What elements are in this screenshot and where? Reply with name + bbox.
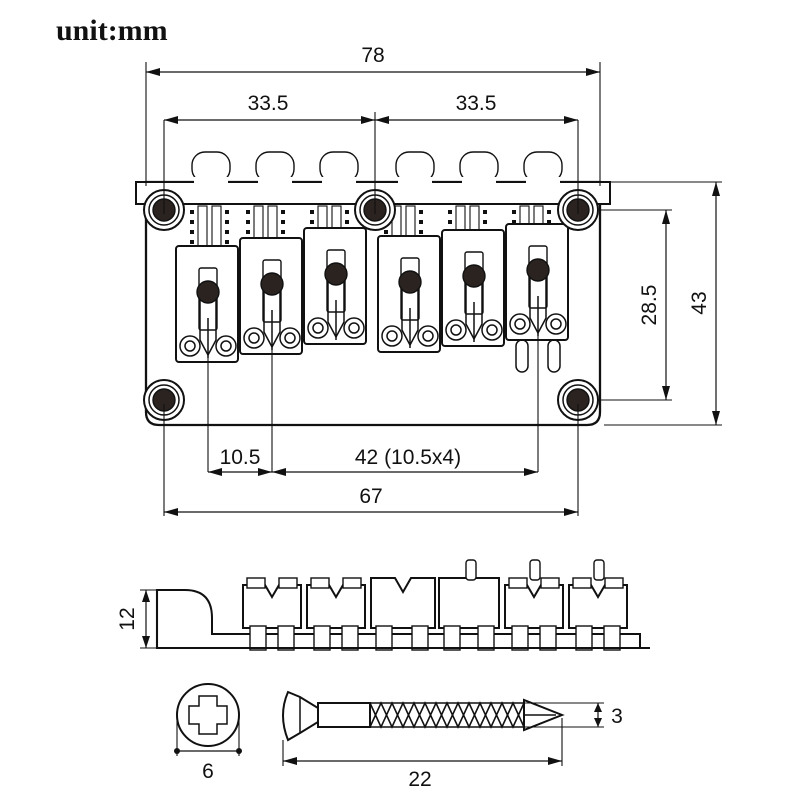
- dimension-label-43: 43: [688, 291, 711, 314]
- side-saddle-block: [306, 577, 366, 651]
- string-ferrule-slots: [191, 151, 563, 183]
- dimension-screw-shank-diameter: 3: [524, 702, 623, 728]
- dimension-half-widths: 33.5 33.5: [164, 92, 578, 124]
- saddle: [377, 235, 441, 353]
- saddle: [441, 229, 505, 347]
- saddle-height-screw: [260, 272, 284, 296]
- screw-head-circle: [176, 683, 240, 747]
- side-saddle-blocks: [242, 559, 628, 651]
- side-saddle-block: [242, 577, 302, 651]
- side-saddle-block: [370, 577, 436, 651]
- dimension-label-67: 67: [359, 485, 382, 508]
- dimension-screw-head-diameter: 6: [174, 712, 242, 783]
- side-saddle-block: [504, 559, 564, 651]
- string-slot-openings: [194, 177, 560, 185]
- saddle-height-screw: [324, 262, 348, 286]
- dimension-overall-width: 78: [146, 44, 600, 76]
- dimension-label-78: 78: [361, 44, 384, 67]
- phillips-cross-icon: [188, 695, 228, 735]
- dimension-label-12: 12: [116, 607, 139, 630]
- screw-profile-view-group: 3 22: [282, 690, 623, 791]
- bridge-saddles: [175, 223, 569, 373]
- saddle-height-screw: [398, 270, 422, 294]
- dimension-label-22: 22: [408, 768, 431, 791]
- saddle-height-screw: [196, 280, 220, 304]
- center-and-extension-lines: [145, 62, 722, 516]
- saddle: [505, 223, 569, 373]
- side-view-group: 12: [116, 559, 650, 651]
- unit-label: unit:mm: [56, 14, 168, 47]
- side-saddle-block: [438, 559, 500, 651]
- dimension-label-10-5: 10.5: [220, 446, 261, 469]
- top-view-group: 78 33.5 33.5 28.5: [135, 44, 722, 516]
- dimension-label-6: 6: [202, 760, 214, 783]
- dimension-label-33-5-left: 33.5: [248, 92, 289, 115]
- screw-thread: [369, 701, 525, 729]
- screw-head-view-group: 6: [174, 683, 242, 783]
- saddle-height-screw: [462, 264, 486, 288]
- mounting-hole: [143, 379, 185, 421]
- dimension-hole-span-horizontal: 67: [164, 485, 578, 516]
- screw-shank: [317, 702, 371, 728]
- saddle: [175, 245, 239, 363]
- dimension-label-42: 42 (10.5x4): [355, 446, 461, 469]
- dimension-hole-spacing-vertical: 28.5: [638, 210, 670, 400]
- dimension-label-3: 3: [611, 705, 623, 728]
- dimension-saddle-spacing: 10.5 42 (10.5x4): [208, 446, 538, 476]
- dimension-label-28-5: 28.5: [638, 285, 661, 326]
- dimension-side-height: 12: [116, 589, 160, 649]
- dimension-overall-height: 43: [688, 182, 720, 425]
- saddle-height-screw: [526, 258, 550, 282]
- saddle: [303, 227, 367, 345]
- dimension-label-33-5-right: 33.5: [456, 92, 497, 115]
- dimension-screw-length: 22: [282, 718, 563, 791]
- saddle: [239, 237, 303, 355]
- side-saddle-block: [568, 559, 628, 651]
